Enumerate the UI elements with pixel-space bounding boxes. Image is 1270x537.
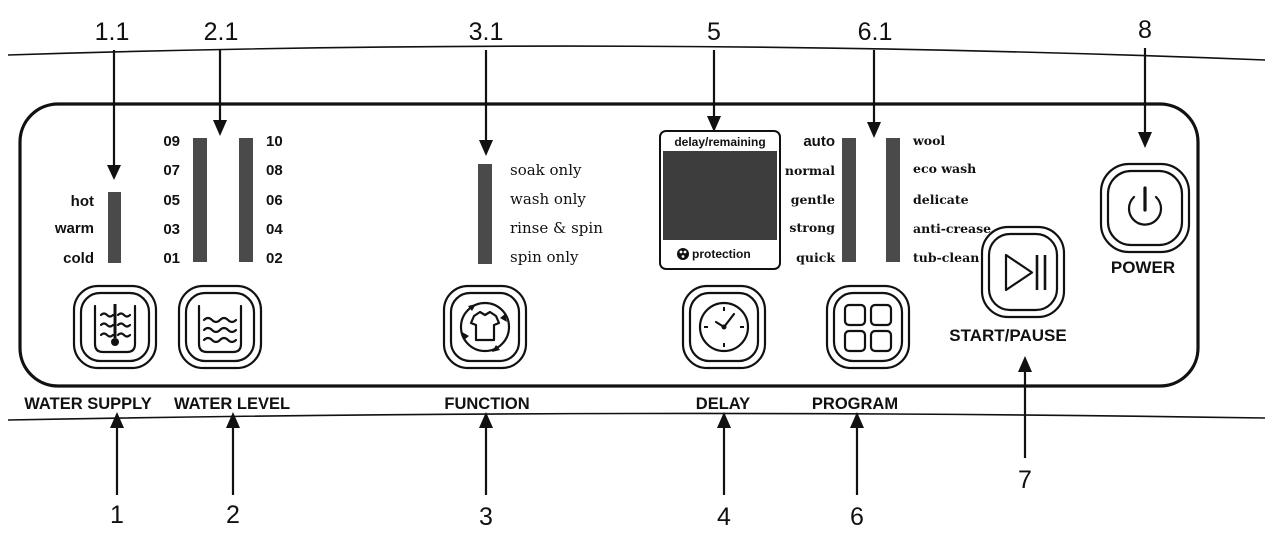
water-waves-icon <box>197 304 243 354</box>
callout-3-label: 3 <box>479 503 493 531</box>
program-label: PROGRAM <box>812 395 898 413</box>
callout-1-1-label: 1.1 <box>95 18 130 46</box>
thermometer-water-icon <box>93 304 137 354</box>
display-header: delay/remaining <box>674 135 765 149</box>
callout-6: 6 <box>850 412 864 531</box>
water-level-06: 06 <box>266 192 283 209</box>
callout-5: 5 <box>707 18 721 132</box>
program-anti-crease: anti-crease <box>913 221 991 236</box>
function-wash-only: wash only <box>510 190 586 208</box>
callout-2-1-label: 2.1 <box>204 18 239 46</box>
callout-6-label: 6 <box>850 503 864 531</box>
play-pause-icon <box>1004 253 1047 292</box>
callout-1-1: 1.1 <box>95 18 130 180</box>
water-level-07: 07 <box>163 162 180 179</box>
machine-top-edge <box>7 45 1266 61</box>
program-strong: strong <box>789 220 835 235</box>
water-level-01: 01 <box>163 250 180 267</box>
callout-2: 2 <box>226 412 240 529</box>
program-quick: quick <box>796 250 835 265</box>
water-level-button[interactable] <box>177 284 263 370</box>
callout-7: 7 <box>1018 356 1032 494</box>
function-soak-only: soak only <box>510 161 582 179</box>
function-label: FUNCTION <box>444 395 529 413</box>
program-normal: normal <box>785 163 835 178</box>
function-button[interactable] <box>442 284 528 370</box>
water-level-04: 04 <box>266 221 283 238</box>
water-supply-warm: warm <box>54 220 94 237</box>
water-level-10: 10 <box>266 133 283 150</box>
water-level-09: 09 <box>163 133 180 150</box>
water-supply-hot: hot <box>71 193 94 210</box>
callout-7-label: 7 <box>1018 466 1032 494</box>
function-rinse-spin: rinse & spin <box>510 219 603 237</box>
callout-8: 8 <box>1138 16 1152 148</box>
callout-4: 4 <box>717 412 731 531</box>
callout-4-label: 4 <box>717 503 731 531</box>
start-pause-button[interactable] <box>980 225 1066 319</box>
callout-2-1: 2.1 <box>204 18 239 136</box>
callout-5-label: 5 <box>707 18 721 46</box>
program-wool: wool <box>912 133 945 148</box>
water-level-indicator: 09 07 05 03 01 10 08 06 04 02 <box>163 133 283 267</box>
callout-3: 3 <box>479 412 493 531</box>
water-supply-cold: cold <box>63 250 94 267</box>
water-level-03: 03 <box>163 221 180 238</box>
shirt-cycle-icon <box>459 301 511 353</box>
water-supply-label: WATER SUPPLY <box>24 395 151 413</box>
callout-6-1-label: 6.1 <box>858 18 893 46</box>
program-auto: auto <box>803 133 835 150</box>
time-display: delay/remaining protection <box>659 130 781 270</box>
power-button[interactable] <box>1099 162 1191 254</box>
machine-bottom-edge <box>7 412 1266 421</box>
delay-label: DELAY <box>696 395 750 413</box>
callout-1: 1 <box>110 412 124 529</box>
callout-6-1: 6.1 <box>858 18 893 138</box>
water-level-08: 08 <box>266 162 283 179</box>
clock-icon <box>698 301 750 353</box>
callout-3-1-label: 3.1 <box>469 18 504 46</box>
program-gentle: gentle <box>791 192 835 207</box>
callout-1-label: 1 <box>110 501 124 529</box>
callout-8-label: 8 <box>1138 16 1152 44</box>
start-pause-label: START/PAUSE <box>949 326 1066 345</box>
program-button[interactable] <box>825 284 911 370</box>
display-footer: protection <box>692 247 751 261</box>
callout-3-1: 3.1 <box>469 18 504 156</box>
power-label: POWER <box>1111 258 1175 277</box>
function-indicator: soak only wash only rinse & spin spin on… <box>478 161 603 266</box>
power-icon <box>1127 186 1163 226</box>
function-spin-only: spin only <box>510 248 579 266</box>
grid-icon <box>843 303 893 353</box>
program-tub-clean: tub-clean <box>913 250 979 265</box>
protection-icon <box>677 248 689 260</box>
display-screen <box>663 151 777 240</box>
program-delicate: delicate <box>913 192 969 207</box>
program-eco-wash: eco wash <box>913 161 976 176</box>
water-supply-indicator: hot warm cold <box>54 192 121 267</box>
water-level-05: 05 <box>163 192 180 209</box>
program-indicator: auto normal gentle strong quick wool eco… <box>785 133 991 265</box>
water-supply-button[interactable] <box>72 284 158 370</box>
delay-button[interactable] <box>681 284 767 370</box>
callout-2-label: 2 <box>226 501 240 529</box>
water-level-02: 02 <box>266 250 283 267</box>
water-level-label: WATER LEVEL <box>174 395 290 413</box>
